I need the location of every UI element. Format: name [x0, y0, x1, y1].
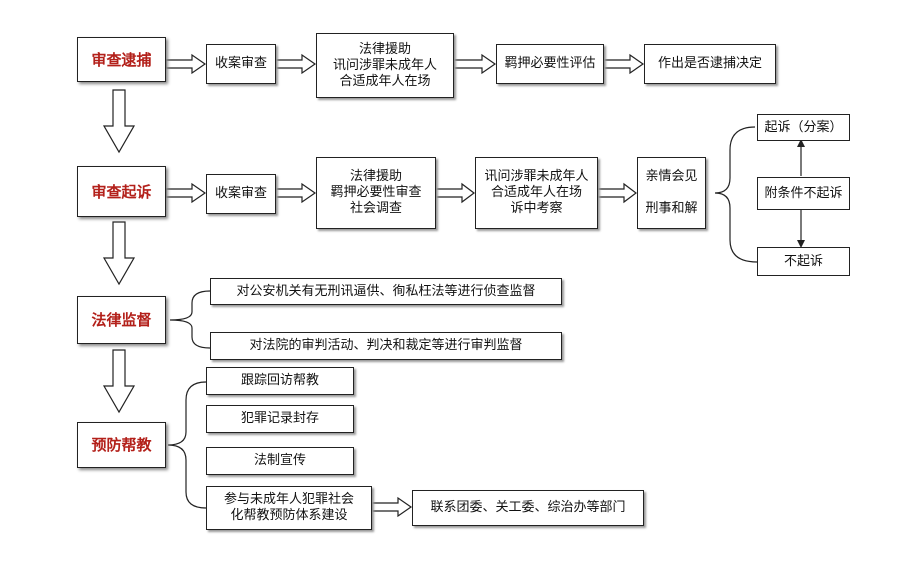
prevention-system-building-label: 参与未成年人犯罪社会 化帮教预防体系建设 — [223, 492, 354, 523]
arrest-step-detention-assessment: 羁押必要性评估 — [496, 44, 604, 84]
prevention-bracket — [167, 381, 207, 509]
hollow-arrow — [165, 53, 207, 75]
prosecution-step-reconciliation: 亲情会见 刑事和解 — [637, 157, 706, 229]
arrest-step-intake: 收案审查 — [206, 44, 276, 84]
prevention-record-seal-label: 犯罪记录封存 — [240, 411, 319, 426]
prosecution-step-review: 法律援助 羁押必要性审查 社会调查 — [316, 157, 436, 229]
arrest-step-detention-assessment-label: 羁押必要性评估 — [504, 56, 596, 71]
hollow-arrow — [603, 53, 645, 75]
stage-prosecution: 审查起诉 — [77, 166, 166, 217]
supervision-brace — [169, 290, 211, 349]
supervision-police-label: 对公安机关有无刑讯逼供、徇私枉法等进行侦查监督 — [236, 283, 536, 299]
stage-arrest-label: 审查逮捕 — [91, 50, 152, 69]
arrest-step-intake-label: 收案审查 — [214, 56, 267, 71]
hollow-arrow — [102, 89, 136, 154]
arrest-step-decision: 作出是否逮捕决定 — [644, 44, 776, 84]
hollow-arrow — [371, 496, 413, 518]
supervision-court-label: 对法院的审判活动、判决和裁定等进行审判监督 — [249, 338, 523, 353]
outcome-conditional: 附条件不起诉 — [757, 177, 850, 210]
supervision-police: 对公安机关有无刑讯逼供、徇私枉法等进行侦查监督 — [210, 278, 562, 305]
hollow-arrow — [102, 349, 136, 414]
arrest-step-interrogation: 法律援助 讯问涉罪未成年人 合适成年人在场 — [316, 33, 454, 98]
stage-prevention: 预防帮教 — [77, 422, 166, 468]
prosecution-step-review-label: 法律援助 羁押必要性审查 社会调查 — [330, 169, 422, 216]
prevention-departments-label: 联系团委、关工委、综治办等部门 — [430, 500, 626, 515]
hollow-arrow — [275, 182, 317, 204]
hollow-arrow — [165, 182, 207, 204]
prosecution-step-interrogation-label: 讯问涉罪未成年人 合适成年人在场 诉中考察 — [484, 169, 589, 216]
prosecution-step-intake: 收案审查 — [206, 174, 276, 214]
supervision-court: 对法院的审判活动、判决和裁定等进行审判监督 — [210, 332, 562, 360]
prevention-publicity: 法制宣传 — [206, 447, 354, 475]
prosecution-step-intake-label: 收案审查 — [214, 186, 267, 201]
hollow-arrow — [102, 221, 136, 286]
prevention-followup-label: 跟踪回访帮教 — [240, 373, 319, 388]
prevention-publicity-label: 法制宣传 — [253, 453, 306, 468]
prevention-record-seal: 犯罪记录封存 — [206, 405, 354, 433]
outcome-prosecute-label: 起诉（分案） — [764, 119, 843, 135]
outcome-no-prosecute: 不起诉 — [757, 247, 850, 276]
outcome-prosecute: 起诉（分案） — [757, 114, 850, 141]
arrest-step-interrogation-label: 法律援助 讯问涉罪未成年人 合适成年人在场 — [332, 41, 437, 89]
stage-supervision: 法律监督 — [77, 296, 166, 344]
hollow-arrow — [435, 182, 475, 204]
stage-arrest: 审查逮捕 — [77, 37, 166, 82]
hollow-arrow — [453, 53, 497, 75]
prevention-departments: 联系团委、关工委、综治办等部门 — [412, 490, 644, 526]
prevention-followup: 跟踪回访帮教 — [206, 367, 354, 395]
prevention-system-building: 参与未成年人犯罪社会 化帮教预防体系建设 — [206, 486, 372, 530]
outcome-no-prosecute-label: 不起诉 — [783, 253, 823, 269]
prosecution-step-reconciliation-label: 亲情会见 刑事和解 — [645, 169, 698, 216]
outcome-brace — [714, 126, 758, 263]
outcome-conditional-label: 附条件不起诉 — [764, 185, 843, 201]
hollow-arrow — [275, 53, 317, 75]
arrest-step-decision-label: 作出是否逮捕决定 — [657, 56, 762, 71]
stage-prevention-label: 预防帮教 — [91, 436, 152, 454]
stage-supervision-label: 法律监督 — [91, 311, 152, 329]
hollow-arrow — [597, 182, 637, 204]
stage-prosecution-label: 审查起诉 — [91, 182, 152, 201]
prosecution-step-interrogation: 讯问涉罪未成年人 合适成年人在场 诉中考察 — [475, 157, 598, 229]
